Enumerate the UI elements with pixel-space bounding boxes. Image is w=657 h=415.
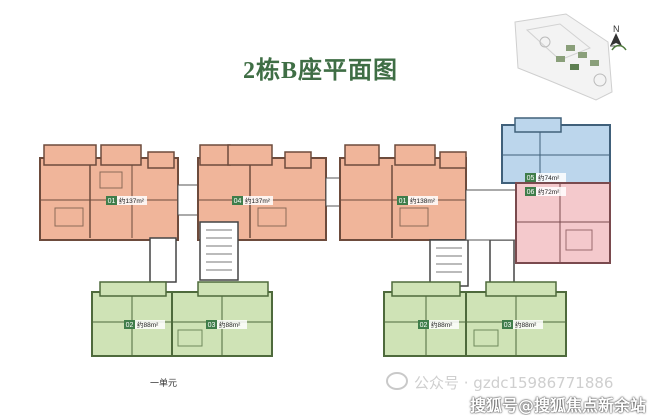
unit-number: 03 <box>504 322 512 329</box>
unit-number: 01 <box>399 198 407 205</box>
unit-number: 05 <box>527 175 535 182</box>
unit-number: 01 <box>108 198 116 205</box>
unit-03b-plan <box>465 281 567 357</box>
compass-label: N <box>613 24 620 34</box>
unit-area-bg <box>536 173 566 182</box>
unit-area-bg <box>408 196 438 205</box>
unit-area: 约88m² <box>137 320 159 329</box>
unit-area: 约72m² <box>538 187 560 196</box>
unit-02b-plan <box>383 281 467 357</box>
block-label: 一单元 <box>150 377 177 388</box>
unit-06-plan <box>515 182 611 264</box>
unit-area: 约137m² <box>245 196 271 205</box>
unit-tag-box <box>418 320 429 329</box>
building-marker <box>590 60 599 66</box>
unit-tag-box <box>206 320 217 329</box>
unit-tag-box <box>502 320 513 329</box>
wechat-icon <box>386 372 408 390</box>
building-marker <box>566 45 575 51</box>
unit-02-plan <box>91 281 173 357</box>
unit-01-plan <box>39 144 179 241</box>
unit-tag-box <box>397 196 408 205</box>
watermark-line-2: 搜狐号@搜狐焦点新余站 <box>470 396 647 415</box>
unit-area-bg <box>429 320 459 329</box>
unit-tag-box <box>525 187 536 196</box>
unit-area: 约88m² <box>431 320 453 329</box>
watermark-line-1-text: 公众号 · gzdc15986771886 <box>414 374 614 392</box>
unit-number: 02 <box>126 322 134 329</box>
unit-area-bg <box>217 320 247 329</box>
unit-tag-box <box>106 196 117 205</box>
unit-number: 06 <box>527 189 535 196</box>
corridor-left <box>177 184 201 216</box>
page-title: 2栋B座平面图 <box>243 58 399 84</box>
stair-core-left <box>149 221 239 283</box>
site-map-thumbnail <box>514 13 613 101</box>
unit-tag-box <box>124 320 135 329</box>
unit-area-bg <box>513 320 543 329</box>
building-marker <box>578 52 587 58</box>
unit-03-plan <box>171 281 273 357</box>
unit-area-bg <box>243 196 273 205</box>
unit-area: 约88m² <box>515 320 537 329</box>
unit-area: 约137m² <box>119 196 145 205</box>
building-marker <box>570 64 579 70</box>
unit-number: 03 <box>208 322 216 329</box>
building-marker <box>556 56 565 62</box>
unit-area: 约88m² <box>219 320 241 329</box>
unit-area-bg <box>536 187 566 196</box>
unit-tag-box <box>525 173 536 182</box>
compass-icon <box>610 33 627 51</box>
unit-tag-box <box>232 196 243 205</box>
unit-area: 约138m² <box>410 196 436 205</box>
unit-area-bg <box>135 320 165 329</box>
unit-number: 04 <box>234 198 242 205</box>
unit-area: 约74m² <box>538 173 560 182</box>
stair-core-right <box>429 189 521 287</box>
unit-area-bg <box>117 196 147 205</box>
watermark-line-1: 公众号 · gzdc15986771886 <box>386 372 613 393</box>
unit-number: 02 <box>420 322 428 329</box>
unit-01b-plan <box>339 144 467 241</box>
